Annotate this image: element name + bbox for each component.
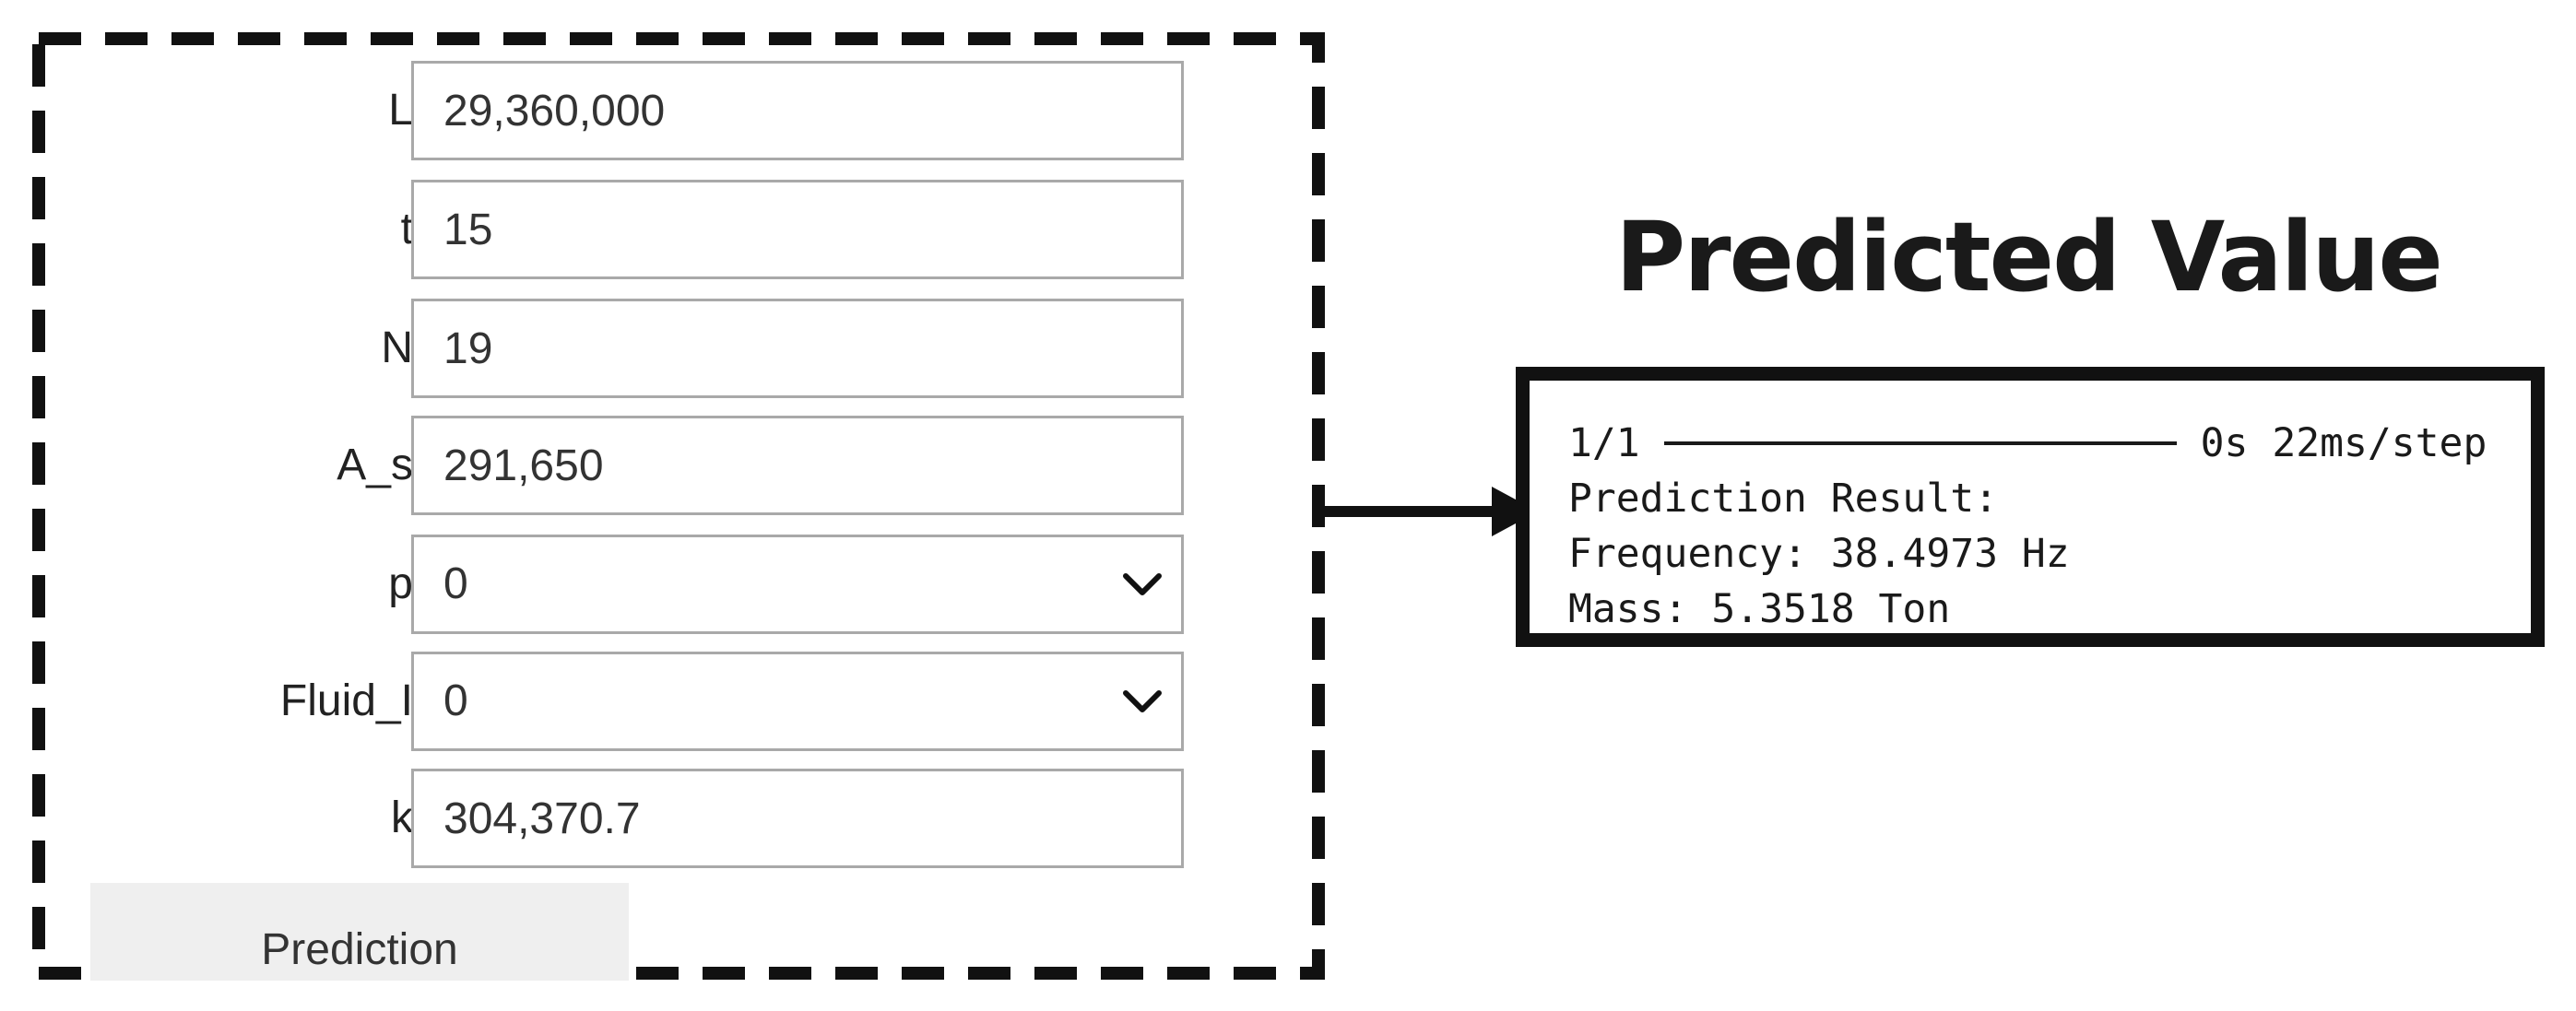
t-input[interactable] <box>411 180 1184 279</box>
A_s-input[interactable] <box>411 416 1184 515</box>
field-row-p: p 0 <box>31 535 1326 634</box>
arrow-right-icon <box>1320 487 1538 536</box>
field-row-A_s: A_s <box>31 416 1326 515</box>
L-input[interactable] <box>411 61 1184 160</box>
Fluid_I-select[interactable]: 0 <box>411 652 1184 751</box>
progress-bar <box>1663 441 2177 445</box>
field-label-t: t <box>400 205 413 253</box>
chevron-down-icon <box>1123 573 1162 595</box>
progress-timing: 0s 22ms/step <box>2200 420 2487 466</box>
field-label-p: p <box>388 559 413 608</box>
p-select[interactable]: 0 <box>411 535 1184 634</box>
progress-line: 1/1 0s 22ms/step <box>1568 416 2531 471</box>
field-row-t: t <box>31 180 1326 279</box>
prediction-button[interactable]: Prediction <box>90 883 629 981</box>
Fluid_I-select-value: 0 <box>443 676 468 725</box>
field-row-L: L <box>31 61 1326 160</box>
field-row-k: k <box>31 769 1326 868</box>
field-label-A_s: A_s <box>337 441 413 489</box>
output-title: Predicted Value <box>1615 201 2443 313</box>
result-header: Prediction Result: <box>1568 476 1998 522</box>
p-select-value: 0 <box>443 559 468 608</box>
field-label-L: L <box>388 86 413 135</box>
chevron-down-icon <box>1123 690 1162 712</box>
field-label-N: N <box>381 323 413 372</box>
field-label-k: k <box>391 794 413 842</box>
dashed-border <box>32 32 1325 980</box>
input-form-panel: L t N A_s p 0 Fluid_I 0 k <box>31 31 1326 981</box>
mass-result: Mass: 5.3518 Ton <box>1568 586 1951 632</box>
N-input[interactable] <box>411 299 1184 398</box>
field-row-Fluid_I: Fluid_I 0 <box>31 652 1326 751</box>
frequency-result: Frequency: 38.4973 Hz <box>1568 531 2070 577</box>
progress-step: 1/1 <box>1568 420 1640 466</box>
field-label-Fluid_I: Fluid_I <box>279 676 413 725</box>
k-input[interactable] <box>411 769 1184 868</box>
field-row-N: N <box>31 299 1326 398</box>
prediction-output-console: 1/1 0s 22ms/step Prediction Result: Freq… <box>1516 367 2545 647</box>
